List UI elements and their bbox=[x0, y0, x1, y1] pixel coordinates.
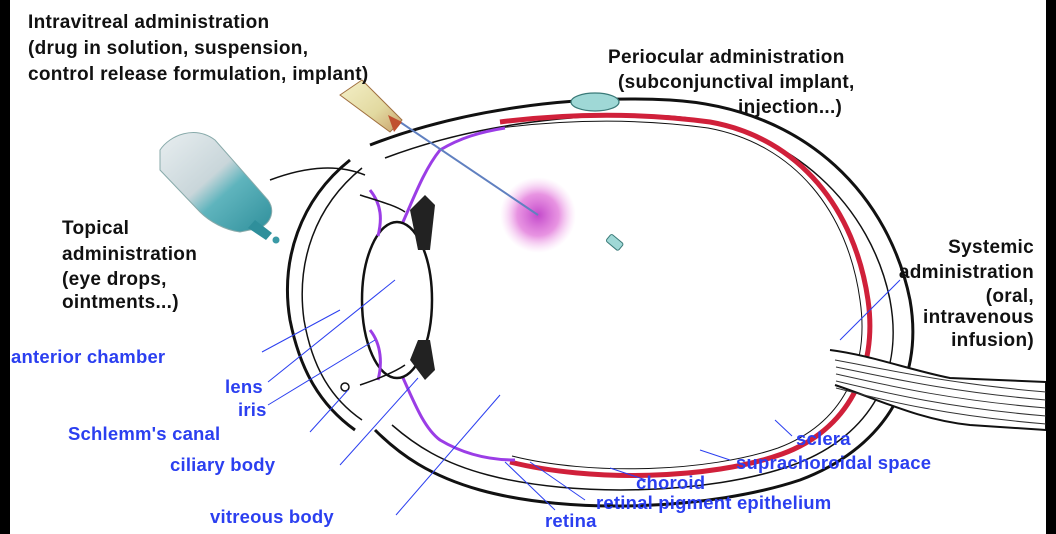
choroid-band bbox=[500, 115, 870, 475]
label-retinal-pigment-epithelium: retinal pigment epithelium bbox=[596, 494, 831, 513]
label-iris: iris bbox=[238, 401, 267, 420]
label-periocular-line3: injection...) bbox=[738, 98, 842, 117]
label-lens: lens bbox=[225, 378, 263, 397]
label-ciliary-body: ciliary body bbox=[170, 456, 275, 475]
label-topical-line2: administration bbox=[62, 245, 197, 264]
periocular-implant bbox=[571, 93, 619, 111]
label-topical-title: Topical bbox=[62, 219, 129, 238]
label-vitreous-body: vitreous body bbox=[210, 508, 334, 527]
label-intravitreal-title: Intravitreal administration bbox=[28, 13, 269, 32]
implant-pellet bbox=[606, 234, 624, 251]
label-anterior-chamber: anterior chamber bbox=[11, 348, 165, 367]
label-retina: retina bbox=[545, 512, 597, 531]
label-systemic-title: Systemic bbox=[854, 238, 1034, 257]
iris-upper bbox=[370, 190, 380, 236]
eye-drop bbox=[273, 237, 280, 244]
label-suprachoroidal-space: suprachoroidal space bbox=[736, 454, 931, 473]
label-systemic-line5: infusion) bbox=[854, 331, 1034, 350]
eye-diagram-canvas: Intravitreal administration (drug in sol… bbox=[10, 0, 1046, 534]
label-schlemms-canal: Schlemm's canal bbox=[68, 425, 220, 444]
label-intravitreal-line2: (drug in solution, suspension, bbox=[28, 39, 308, 58]
label-intravitreal-line3: control release formulation, implant) bbox=[28, 65, 368, 84]
label-sclera: sclera bbox=[796, 430, 851, 449]
label-systemic-line2: administration bbox=[854, 263, 1034, 282]
schlemms-canal-mark bbox=[341, 383, 349, 391]
eye-drop-bottle bbox=[160, 133, 272, 232]
label-periocular-line2: (subconjunctival implant, bbox=[618, 73, 855, 92]
label-topical-line3: (eye drops, bbox=[62, 270, 167, 289]
label-choroid: choroid bbox=[636, 474, 705, 493]
label-periocular-title: Periocular administration bbox=[608, 48, 845, 67]
label-systemic-line4: intravenous bbox=[854, 308, 1034, 327]
label-topical-line4: ointments...) bbox=[62, 293, 179, 312]
label-systemic-line3: (oral, bbox=[854, 287, 1034, 306]
